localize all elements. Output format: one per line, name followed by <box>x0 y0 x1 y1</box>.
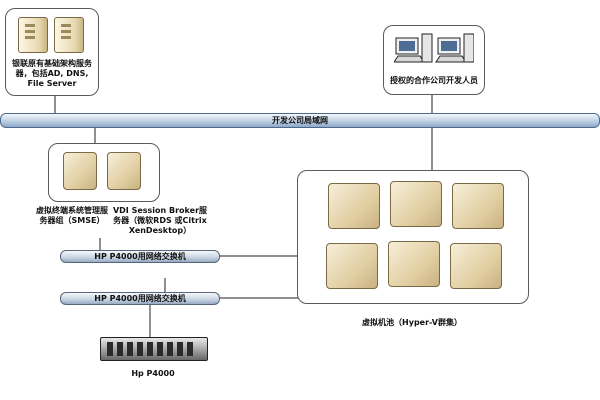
virtual-machine-icon <box>388 241 440 287</box>
pool-label: 虚拟机池（Hyper-V群集） <box>362 318 462 327</box>
storage-label: Hp P4000 <box>131 369 175 378</box>
virtual-machine-icon <box>328 183 380 229</box>
vm-pool-group <box>297 170 529 304</box>
storage-array-icon <box>107 342 193 356</box>
server-tower-icon <box>18 17 88 57</box>
virtual-machine-icon <box>326 243 378 289</box>
switch-2-label: HP P4000用网络交换机 <box>94 294 186 303</box>
server-tower-icon <box>18 17 48 53</box>
virtual-machine-icon <box>390 181 442 227</box>
workstation-icon <box>435 33 474 63</box>
switch-1: HP P4000用网络交换机 <box>60 250 220 263</box>
partner-developer-group: 授权的合作公司开发人员 <box>383 25 485 95</box>
virtual-machine-icon <box>452 183 504 229</box>
workstation-icon <box>394 33 474 63</box>
infra-label: 银联原有基础架构服务器，包括AD, DNS, File Server <box>12 59 92 88</box>
broker-label: VDI Session Broker服务器（微软RDS 或Citrix XenD… <box>112 206 208 235</box>
partner-label: 授权的合作公司开发人员 <box>390 76 478 85</box>
workstation-icon <box>394 33 433 63</box>
server-tile-icon <box>107 152 141 190</box>
switch-1-label: HP P4000用网络交换机 <box>94 252 186 261</box>
infra-server-group: 银联原有基础架构服务器，包括AD, DNS, File Server <box>5 8 99 96</box>
management-server-group <box>48 143 160 202</box>
lan-label: 开发公司局域网 <box>272 116 328 125</box>
virtual-machine-icon <box>450 243 502 289</box>
switch-2: HP P4000用网络交换机 <box>60 292 220 305</box>
server-tile-icon <box>63 152 97 190</box>
lan-bus: 开发公司局域网 <box>0 113 600 128</box>
storage-array-icon <box>100 337 208 361</box>
smse-label: 虚拟终端系统管理服务器组（SMSE） <box>36 206 108 225</box>
server-tower-icon <box>54 17 84 53</box>
